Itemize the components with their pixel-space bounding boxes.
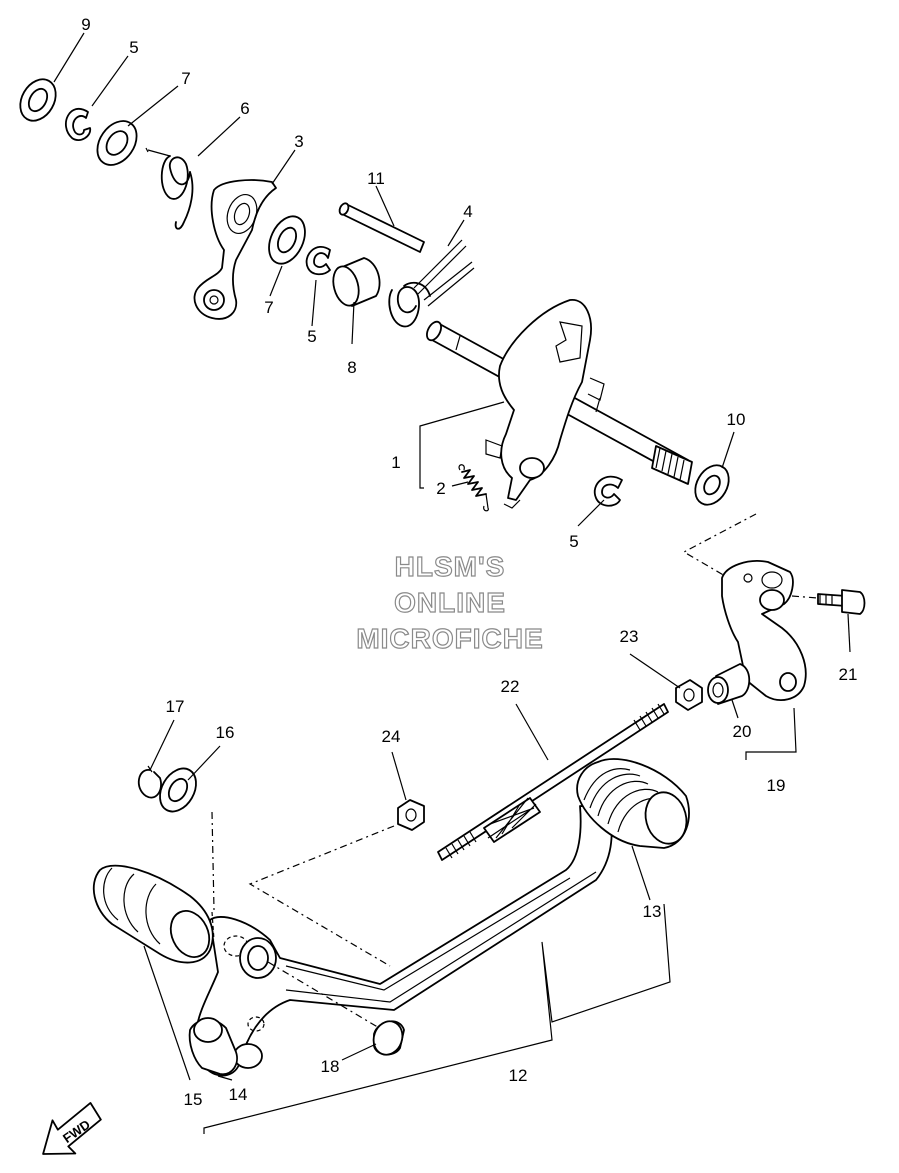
part-21-bolt xyxy=(791,589,866,615)
callout-23: 23 xyxy=(620,627,639,646)
part-7-washer-mid xyxy=(268,215,306,265)
part-23-nut xyxy=(675,679,703,711)
part-3-shift-arm xyxy=(193,179,277,320)
part-1-shift-shaft xyxy=(426,299,693,509)
watermark-line-2: ONLINE xyxy=(394,587,506,618)
part-14-post xyxy=(188,1017,238,1076)
part-19-shift-lever xyxy=(707,560,807,705)
watermark-line-3: MICROFICHE xyxy=(356,623,543,654)
callout-16: 16 xyxy=(216,723,235,742)
leader-lines xyxy=(53,32,851,1134)
callout-11: 11 xyxy=(367,169,385,188)
callout-8: 8 xyxy=(347,358,356,377)
callout-4: 4 xyxy=(463,202,472,221)
part-24-nut xyxy=(397,799,425,831)
fwd-arrow-icon: FWD xyxy=(42,1101,102,1155)
callout-17: 17 xyxy=(166,697,185,716)
part-4-spring xyxy=(388,239,475,328)
callout-20: 20 xyxy=(733,722,752,741)
callout-6: 6 xyxy=(240,99,249,118)
callout-18: 18 xyxy=(321,1057,340,1076)
part-11-pin xyxy=(338,202,425,253)
part-17-clip xyxy=(137,765,162,799)
part-13-rear-rubber xyxy=(576,758,690,849)
part-5-circlip-mid xyxy=(305,246,331,276)
callout-15: 15 xyxy=(184,1090,203,1109)
part-18-washer xyxy=(372,1020,405,1056)
watermark-line-1: HLSM'S xyxy=(395,551,506,582)
callout-2: 2 xyxy=(436,479,445,498)
part-12-change-pedal xyxy=(195,805,613,1077)
callout-13: 13 xyxy=(643,902,662,921)
callout-9: 9 xyxy=(81,15,90,34)
callout-7-mid: 7 xyxy=(264,298,273,317)
alignment-line-washer xyxy=(211,811,215,911)
part-16-washer xyxy=(159,767,197,813)
part-7-washer-top xyxy=(96,120,138,166)
part-10-washer xyxy=(694,464,730,506)
callout-5-mid: 5 xyxy=(307,327,316,346)
callout-14: 14 xyxy=(229,1085,248,1104)
callout-24: 24 xyxy=(382,727,401,746)
callout-19: 19 xyxy=(767,776,786,795)
callout-12: 12 xyxy=(509,1066,528,1085)
part-8-collar xyxy=(332,257,381,307)
watermark: HLSM'S ONLINE MICROFICHE xyxy=(356,550,544,654)
part-5-circlip-lower xyxy=(593,475,623,507)
part-9-washer xyxy=(19,78,57,122)
callout-numbers: 9 5 7 6 3 11 4 7 5 8 10 1 2 5 21 23 22 2… xyxy=(81,15,857,1109)
part-2-small-spring xyxy=(458,464,489,512)
callout-1: 1 xyxy=(391,453,400,472)
callout-22: 22 xyxy=(501,677,520,696)
callout-5-lower: 5 xyxy=(569,532,578,551)
part-15-front-rubber xyxy=(92,864,214,964)
part-22-shift-rod xyxy=(437,703,669,861)
callout-10: 10 xyxy=(727,410,746,429)
callout-7-top: 7 xyxy=(181,69,190,88)
callout-21: 21 xyxy=(839,665,858,684)
part-5-circlip-top xyxy=(65,108,92,141)
part-6-torsion-spring xyxy=(145,147,194,230)
callout-3: 3 xyxy=(294,132,303,151)
callout-5-top: 5 xyxy=(129,38,138,57)
